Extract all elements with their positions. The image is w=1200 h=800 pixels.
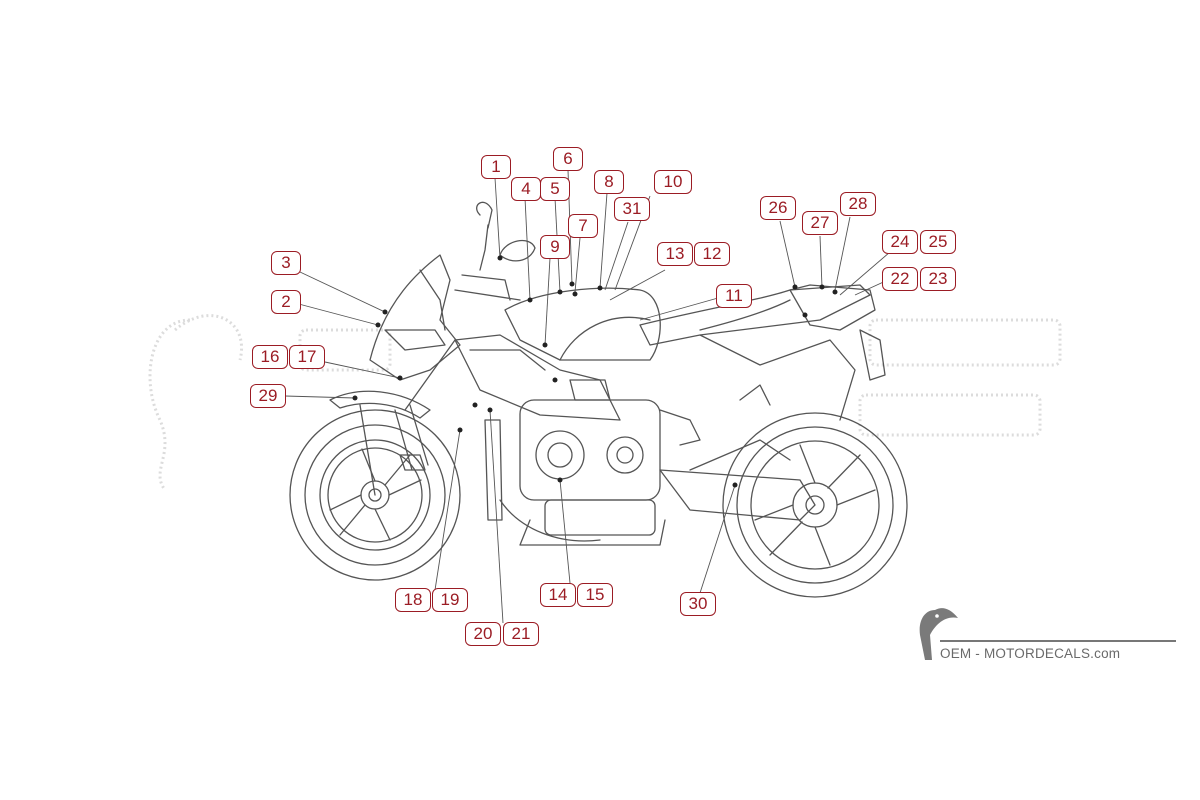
callout-25[interactable]: 25 [920, 230, 956, 254]
callout-20[interactable]: 20 [465, 622, 501, 646]
callout-3[interactable]: 3 [271, 251, 301, 275]
engine [519, 379, 666, 546]
callout-18[interactable]: 18 [395, 588, 431, 612]
callout-24[interactable]: 24 [882, 230, 918, 254]
brand-divider [940, 640, 1176, 642]
callout-23[interactable]: 23 [920, 267, 956, 291]
callout-9[interactable]: 9 [540, 235, 570, 259]
callout-30[interactable]: 30 [680, 592, 716, 616]
callout-19[interactable]: 19 [432, 588, 468, 612]
callout-5[interactable]: 5 [540, 177, 570, 201]
callout-28[interactable]: 28 [840, 192, 876, 216]
callout-2[interactable]: 2 [271, 290, 301, 314]
seat [639, 284, 871, 346]
toucan-logo-icon [919, 608, 958, 660]
front-wheel [289, 409, 461, 581]
callout-21[interactable]: 21 [503, 622, 539, 646]
callout-17[interactable]: 17 [289, 345, 325, 369]
front-fork [359, 339, 456, 496]
fuel-tank [504, 287, 661, 361]
front-fairing [369, 254, 461, 381]
callout-26[interactable]: 26 [760, 196, 796, 220]
callout-4[interactable]: 4 [511, 177, 541, 201]
brand-name: OEM - MOTORDECALS.com [940, 646, 1121, 661]
swingarm [659, 469, 816, 521]
watermark [148, 314, 1062, 491]
callout-6[interactable]: 6 [553, 147, 583, 171]
callout-29[interactable]: 29 [250, 384, 286, 408]
front-fender [329, 390, 431, 419]
callout-7[interactable]: 7 [568, 214, 598, 238]
decal-points [352, 255, 838, 488]
callout-31[interactable]: 31 [614, 197, 650, 221]
callout-12[interactable]: 12 [694, 242, 730, 266]
callout-10[interactable]: 10 [654, 170, 692, 194]
callout-8[interactable]: 8 [594, 170, 624, 194]
callout-11[interactable]: 11 [716, 284, 752, 308]
callout-27[interactable]: 27 [802, 211, 838, 235]
callout-14[interactable]: 14 [540, 583, 576, 607]
callout-16[interactable]: 16 [252, 345, 288, 369]
callout-22[interactable]: 22 [882, 267, 918, 291]
callout-13[interactable]: 13 [657, 242, 693, 266]
side-panel [454, 334, 621, 421]
rear-wheel [722, 412, 908, 598]
callout-15[interactable]: 15 [577, 583, 613, 607]
radiator [484, 419, 503, 521]
tail-section [789, 284, 876, 331]
callout-1[interactable]: 1 [481, 155, 511, 179]
